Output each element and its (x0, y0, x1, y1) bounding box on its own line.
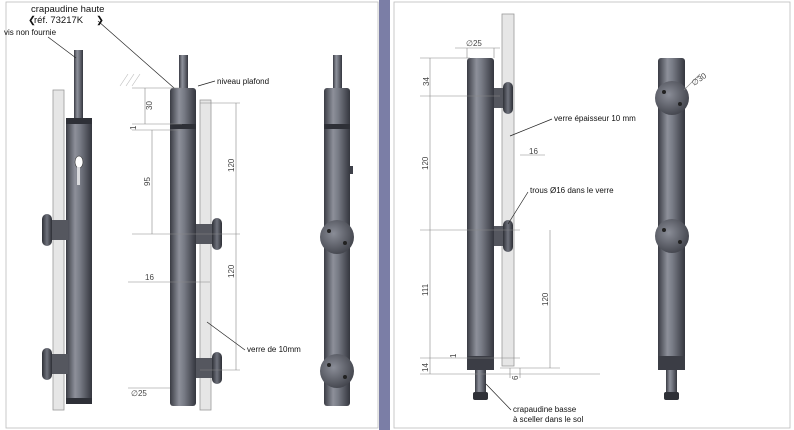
label-verre10: verre de 10mm (247, 345, 301, 354)
bottom-cap-4 (473, 392, 488, 400)
dim-30-left: 30 (145, 101, 154, 110)
disc-5-lower (655, 219, 689, 253)
label-crap-basse-2: à sceller dans le sol (513, 415, 583, 424)
bottom-ring-5 (658, 356, 685, 370)
dim-6: 6 (511, 375, 520, 380)
left-panel-frame (5, 1, 379, 429)
glass-panel-2 (199, 99, 212, 411)
hinge-body (66, 118, 92, 403)
view-1-hinge (42, 50, 92, 411)
leader-crap-basse (485, 383, 512, 411)
view-4-hinge (467, 13, 515, 400)
right-panel-frame (393, 1, 791, 429)
leader-trous (507, 191, 529, 225)
label-niveau: niveau plafond (217, 77, 269, 86)
clamp-knob-4-lower (494, 220, 513, 252)
label-crap-basse-1: crapaudine basse (513, 405, 577, 414)
leader-verre10 (206, 321, 246, 351)
disc-3-upper (320, 220, 354, 254)
dim-111: 111 (421, 283, 430, 296)
label-crapaudine-haute: crapaudine haute (31, 4, 104, 15)
clamp-knob-lower (42, 348, 68, 380)
dims-view-4 (420, 47, 600, 378)
label-verre-epaisseur: verre épaisseur 10 mm (554, 114, 636, 123)
dim-diam25-left: ∅25 (131, 389, 147, 398)
view-2-hinge (119, 55, 222, 411)
bottom-cap-5 (664, 392, 679, 400)
hinge-base (66, 398, 92, 404)
pin-top-3 (333, 55, 342, 91)
slot-hole (74, 155, 84, 169)
dim-14: 14 (421, 363, 430, 372)
view-3-hinge (320, 55, 354, 406)
clamp-knob-2-lower (196, 352, 222, 384)
leader-diam30 (683, 73, 701, 91)
dim-34: 34 (422, 77, 431, 86)
dim-16-left: 16 (145, 273, 154, 282)
dim-120-d: 120 (541, 292, 550, 306)
side-nub (350, 166, 353, 174)
leader-crapaudine (97, 20, 183, 96)
label-vis: vis non fournie (4, 28, 57, 37)
hinge-body-2 (170, 88, 196, 406)
bottom-pin-5 (666, 370, 677, 396)
hinge-body-5 (658, 58, 685, 360)
leader-niveau (197, 80, 216, 87)
dim-16-right: 16 (529, 147, 538, 156)
disc-3-lower (320, 354, 354, 388)
view-5-hinge (655, 58, 701, 400)
dim-1-left: 1 (129, 125, 138, 130)
dims-view-2 (128, 87, 240, 389)
collar-3 (324, 124, 350, 129)
collar-2 (170, 124, 196, 129)
glass-panel-4 (501, 13, 515, 367)
dim-120-b: 120 (227, 264, 236, 278)
hinge-body-4 (467, 58, 494, 360)
dim-1-right: 1 (449, 353, 458, 358)
leader-vis (47, 36, 77, 59)
bottom-pin-4 (475, 370, 486, 396)
panel-divider (379, 0, 390, 430)
clamp-knob-upper (42, 214, 68, 246)
clamp-knob-4-upper (494, 82, 513, 114)
pin-top-2 (179, 55, 188, 91)
pin-top (74, 50, 83, 118)
glass-panel (52, 89, 65, 411)
slot (77, 167, 80, 185)
label-trous: trous Ø16 dans le verre (530, 186, 614, 195)
collar-ring (66, 118, 92, 124)
ceiling-hatch (119, 73, 141, 87)
dim-95: 95 (143, 177, 152, 186)
disc-5-upper (655, 81, 689, 115)
dim-diam25-right: ∅25 (466, 39, 482, 48)
bottom-ring-4 (467, 356, 494, 370)
label-ref: réf. 73217K (34, 15, 84, 26)
bracket-left: ❮ (28, 15, 36, 26)
dim-120-c: 120 (421, 156, 430, 170)
bracket-right: ❯ (96, 15, 104, 26)
dim-diam30: ∅30 (690, 71, 709, 88)
dim-120-a: 120 (227, 158, 236, 172)
leader-verre-epaisseur (509, 118, 553, 137)
